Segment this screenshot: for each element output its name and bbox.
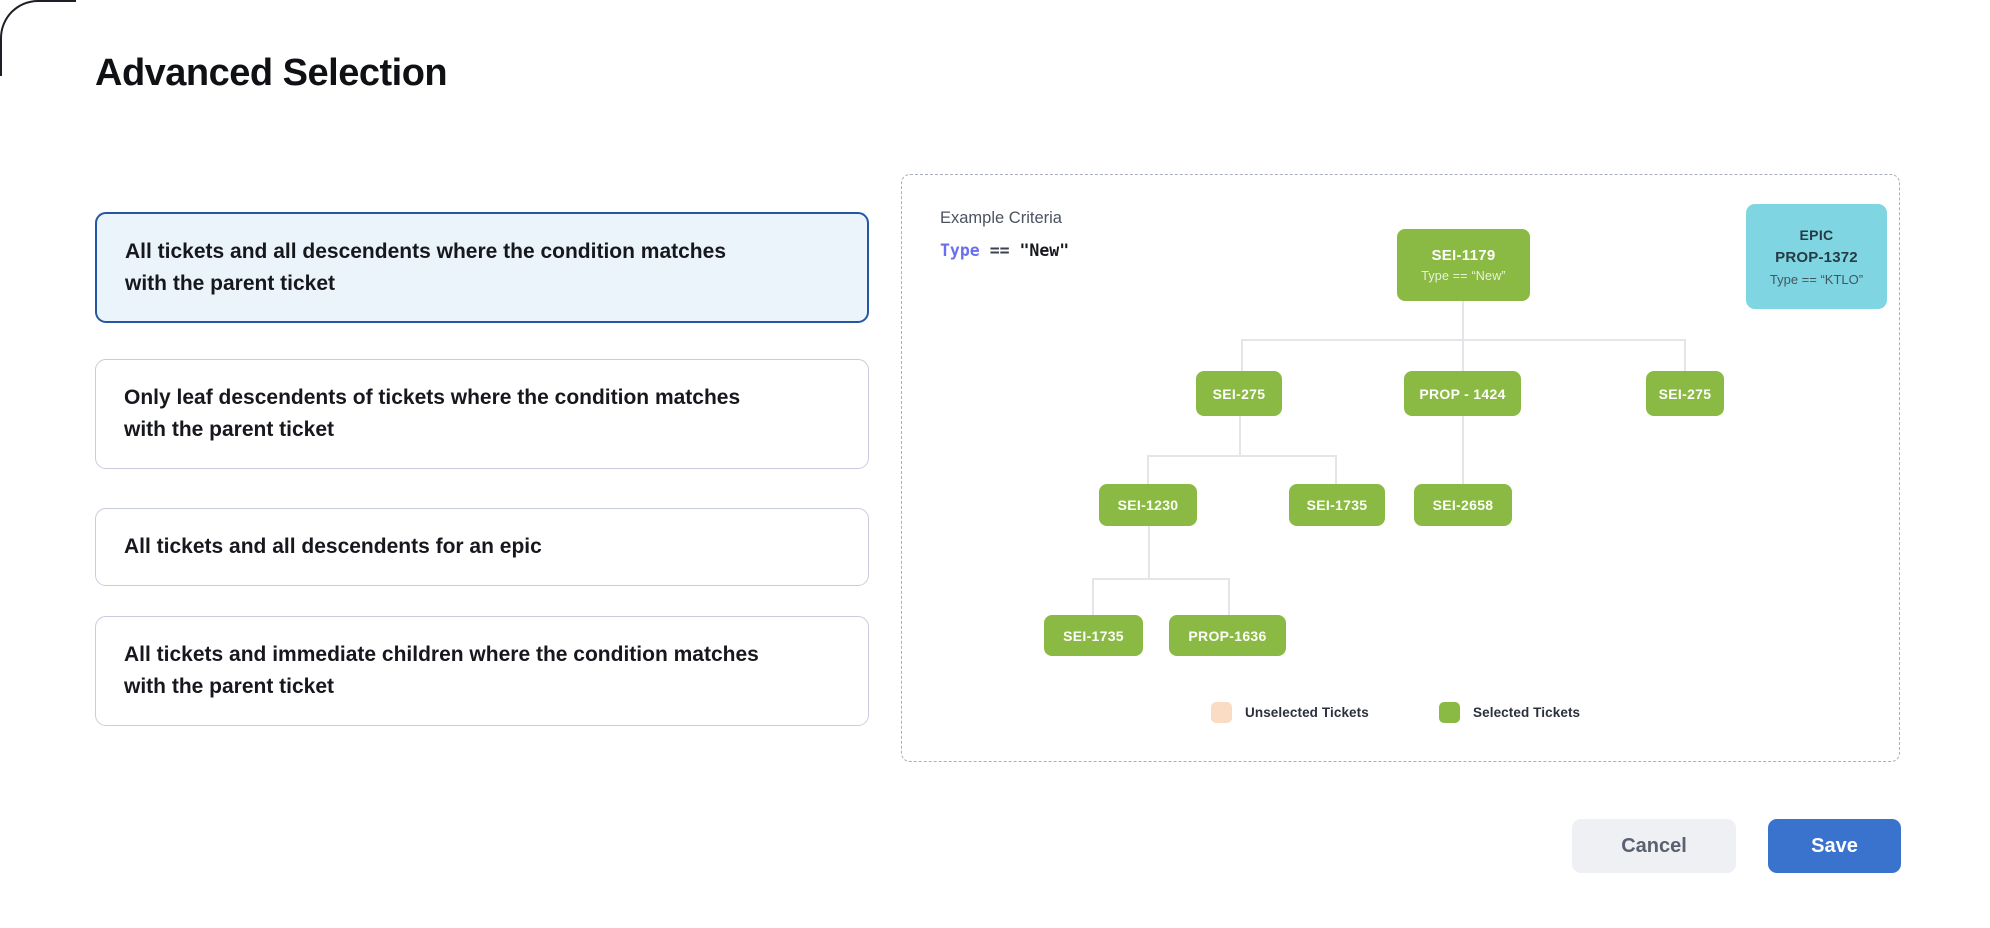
tree-node: SEI-2658 [1414, 484, 1512, 526]
option-all-descendents-epic[interactable]: All tickets and all descendents for an e… [95, 508, 869, 586]
option-label: All tickets and all descendents for an e… [124, 535, 542, 558]
tree-connector [1462, 301, 1464, 339]
epic-badge: EPIC PROP-1372 Type == “KTLO” [1746, 204, 1887, 309]
tree-connector [1147, 455, 1335, 457]
epic-type-label: EPIC [1799, 226, 1834, 243]
tree-node: SEI-1230 [1099, 484, 1197, 526]
tree-node: SEI-275 [1196, 371, 1282, 416]
option-label: All tickets and all descendents where th… [125, 240, 726, 295]
option-immediate-children-condition[interactable]: All tickets and immediate children where… [95, 616, 869, 726]
tree-node: PROP - 1424 [1404, 371, 1521, 416]
tree-connector [1335, 455, 1337, 484]
save-button[interactable]: Save [1768, 819, 1901, 873]
tree-connector [1228, 578, 1230, 615]
tree-connector [1148, 526, 1150, 578]
cancel-button[interactable]: Cancel [1572, 819, 1736, 873]
criteria-operator: == [989, 241, 1010, 260]
option-label: All tickets and immediate children where… [124, 643, 759, 698]
tree-node-label: SEI-1735 [1063, 627, 1124, 644]
legend-selected-tickets: Selected Tickets [1439, 702, 1580, 723]
tree-node-label: SEI-1179 [1431, 247, 1496, 264]
tree-node-condition: Type == “New” [1421, 269, 1506, 283]
tree-node-label: PROP - 1424 [1419, 385, 1506, 402]
tree-node-label: SEI-275 [1658, 385, 1712, 402]
tree-connector [1684, 339, 1686, 371]
tree-node: SEI-275 [1646, 371, 1724, 416]
tree-connector [1462, 416, 1464, 484]
epic-id: PROP-1372 [1775, 248, 1858, 266]
example-criteria-expression: Type == "New" [940, 241, 1069, 260]
selected-swatch-icon [1439, 702, 1460, 723]
tree-connector [1092, 578, 1094, 615]
tree-node-label: SEI-1735 [1306, 497, 1368, 513]
tree-connector [1092, 578, 1228, 580]
legend-label: Selected Tickets [1473, 705, 1581, 720]
example-criteria-heading: Example Criteria [940, 209, 1062, 227]
tree-node-label: PROP-1636 [1188, 627, 1267, 644]
window-corner [0, 0, 76, 76]
tree-connector [1462, 339, 1464, 371]
tree-node: SEI-1735 [1044, 615, 1143, 656]
tree-node: PROP-1636 [1169, 615, 1286, 656]
tree-node-label: SEI-2658 [1432, 497, 1494, 513]
epic-condition: Type == “KTLO” [1769, 271, 1864, 287]
option-all-descendents-condition[interactable]: All tickets and all descendents where th… [95, 212, 869, 323]
tree-connector [1147, 455, 1149, 484]
tree-node: SEI-1735 [1289, 484, 1385, 526]
option-label: Only leaf descendents of tickets where t… [124, 386, 741, 441]
tree-connector [1241, 339, 1243, 371]
tree-node-label: SEI-275 [1212, 385, 1266, 402]
tree-connector [1239, 416, 1241, 455]
criteria-field: Type [940, 241, 980, 260]
tree-node-label: SEI-1230 [1117, 497, 1179, 513]
option-leaf-descendents-condition[interactable]: Only leaf descendents of tickets where t… [95, 359, 869, 469]
criteria-value: "New" [1019, 241, 1070, 260]
page-title: Advanced Selection [95, 52, 448, 94]
legend-unselected-tickets: Unselected Tickets [1211, 702, 1369, 723]
unselected-swatch-icon [1211, 702, 1232, 723]
legend-label: Unselected Tickets [1245, 705, 1369, 720]
